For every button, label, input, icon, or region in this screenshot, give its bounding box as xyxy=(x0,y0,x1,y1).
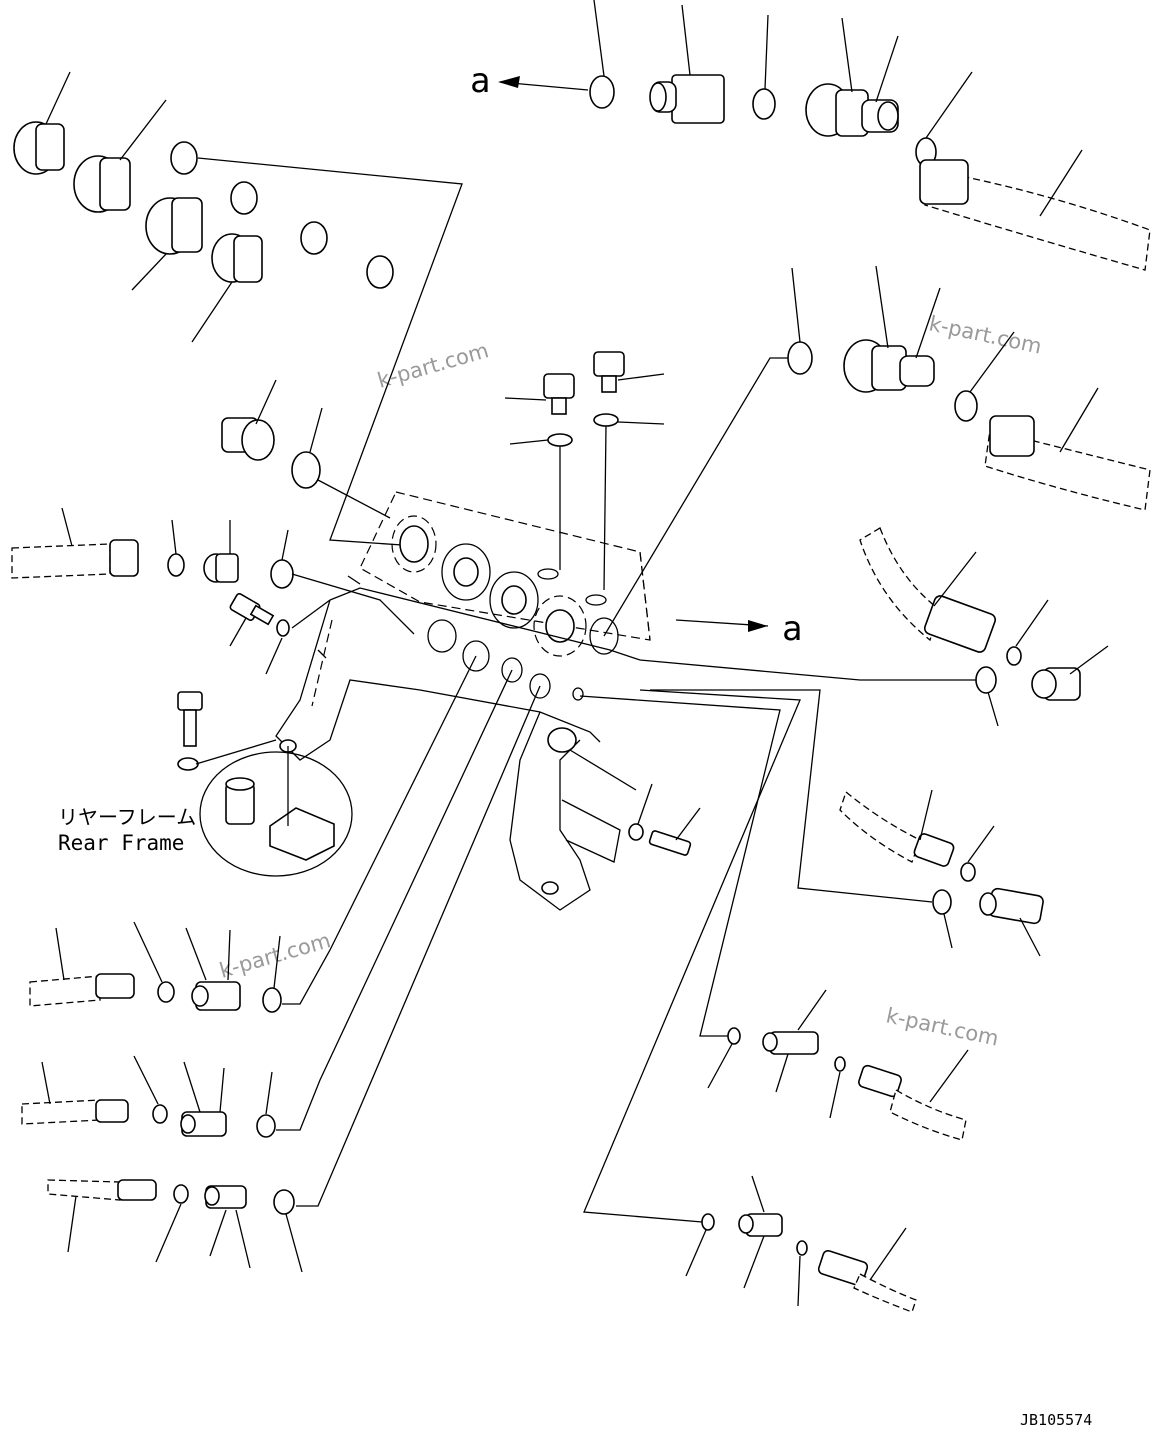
plug-4 xyxy=(191,233,263,343)
elbow-fitting-right xyxy=(843,265,941,393)
valve-block-manifold xyxy=(359,491,651,701)
o-ring-left-1 xyxy=(167,519,185,577)
plug-1 xyxy=(13,71,71,175)
connector-left-4 xyxy=(204,1185,251,1269)
plug-2 xyxy=(73,99,167,213)
connector-right-2 xyxy=(979,887,1044,957)
connector-right-1 xyxy=(1031,645,1109,701)
o-ring-right-5 xyxy=(960,825,995,882)
o-ring-top-1 xyxy=(589,0,615,109)
arrow-a-mid: a xyxy=(675,609,802,649)
o-ring-right-4 xyxy=(639,659,999,727)
hose-top-right xyxy=(919,149,1151,271)
o-ring-right-8 xyxy=(829,1056,846,1119)
hose-left-1 xyxy=(11,507,139,579)
o-ring-left-6 xyxy=(256,669,513,1138)
connector-left-1 xyxy=(203,520,239,583)
watermark: k-part.com xyxy=(375,338,492,393)
bolt-center-1 xyxy=(504,373,575,415)
o-ring-right-6 xyxy=(650,689,953,949)
hose-right-5 xyxy=(858,1049,969,1141)
hose-right-3 xyxy=(859,527,997,653)
o-ring-right-9 xyxy=(583,689,801,1277)
arrow-label-top: a xyxy=(470,61,490,101)
hose-right-6 xyxy=(817,1227,917,1313)
hose-right-4 xyxy=(839,789,955,867)
o-ring-top-3 xyxy=(915,71,973,167)
bolt-bracket-left xyxy=(229,593,331,675)
connector-left-3 xyxy=(180,1061,227,1137)
o-ring-left-8 xyxy=(273,685,541,1273)
connector-right-3 xyxy=(762,989,827,1093)
washer-center-2 xyxy=(593,413,665,591)
washer-center-1 xyxy=(509,433,573,570)
rear-frame-label-jp: リヤーフレーム xyxy=(58,805,196,829)
hose-left-2 xyxy=(29,927,135,1007)
adapter-hex-top xyxy=(649,4,725,124)
bolt-vertical-left xyxy=(177,691,277,771)
o-ring-right-3 xyxy=(1006,599,1049,666)
o-ring-top-2 xyxy=(752,14,776,120)
arrow-label-mid: a xyxy=(782,609,802,649)
o-ring-left-mid xyxy=(291,407,391,519)
o-ring-left-4 xyxy=(262,655,477,1013)
rear-frame-label-en: Rear Frame xyxy=(58,831,184,855)
o-ring-right-2 xyxy=(954,331,1015,422)
bolt-center-2 xyxy=(593,351,665,393)
cap-plug xyxy=(221,379,277,461)
arrow-a-top: a xyxy=(470,61,589,101)
o-ring-left-5 xyxy=(133,1055,168,1124)
plug-3 xyxy=(131,197,203,291)
o-ring-left-7 xyxy=(155,1184,189,1263)
watermark: k-part.com xyxy=(884,1003,1001,1050)
watermark: k-part.com xyxy=(927,311,1044,358)
o-ring-left-2 xyxy=(270,529,415,635)
rear-frame-callout: リヤーフレーム Rear Frame xyxy=(58,746,353,877)
o-ring-right-10 xyxy=(796,1240,808,1307)
o-ring-group-top-left xyxy=(170,141,463,546)
elbow-fitting-top xyxy=(805,17,899,137)
drawing-number: JB105574 xyxy=(1020,1411,1092,1429)
o-ring-right-7 xyxy=(579,695,781,1089)
hose-left-3 xyxy=(21,1061,129,1125)
hose-right-2 xyxy=(984,387,1151,511)
o-ring-right-top xyxy=(603,267,813,637)
hose-left-4 xyxy=(47,1179,157,1253)
connector-right-4 xyxy=(738,1175,783,1289)
o-ring-left-3 xyxy=(133,921,175,1003)
bolt-bracket-right xyxy=(561,749,701,863)
connector-left-2 xyxy=(185,927,241,1011)
